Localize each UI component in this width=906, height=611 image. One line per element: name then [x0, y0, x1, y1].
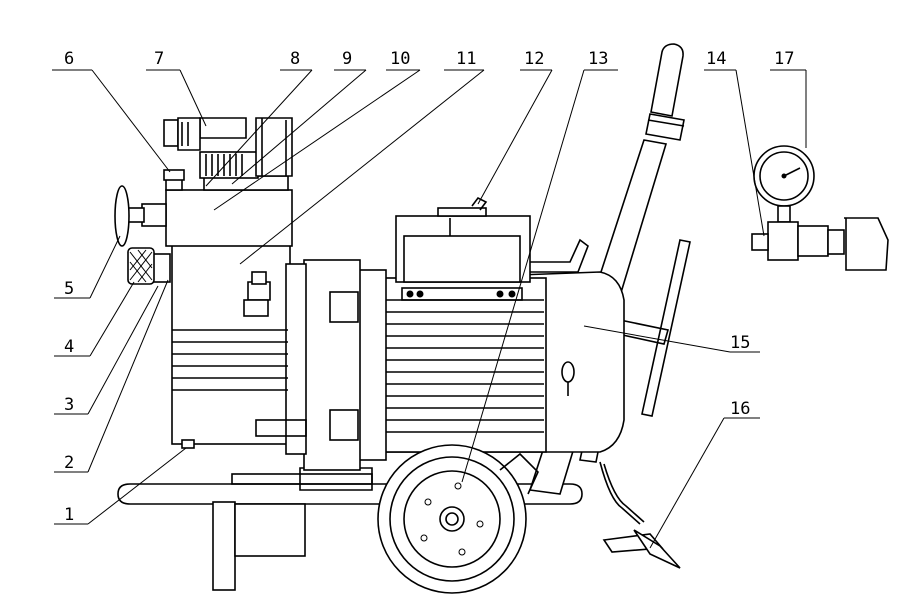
part-label-2: 2 [64, 453, 74, 473]
part-label-13: 13 [588, 49, 608, 69]
part-label-9: 9 [342, 49, 352, 69]
leader-lines [52, 69, 807, 549]
part-label-5: 5 [64, 279, 74, 299]
part-label-1: 1 [64, 505, 74, 525]
gauge-assembly [751, 145, 889, 271]
coil-stripes [205, 154, 243, 176]
solenoid-valve [163, 117, 293, 191]
part-label-12: 12 [524, 49, 544, 69]
part-label-6: 6 [64, 49, 74, 69]
part-label-3: 3 [64, 395, 74, 415]
part-label-15: 15 [730, 333, 750, 353]
part-label-4: 4 [64, 337, 74, 357]
wheel [377, 444, 539, 594]
part-labels: 1 2 3 4 5 6 7 8 9 10 11 12 13 14 15 16 1… [64, 49, 794, 525]
part-label-7: 7 [154, 49, 164, 69]
part-label-10: 10 [390, 49, 410, 69]
pump-body [114, 169, 307, 455]
clamp-cable [599, 461, 681, 569]
pump-fins [172, 329, 288, 391]
part-label-8: 8 [290, 49, 300, 69]
part-label-16: 16 [730, 399, 750, 419]
knurl-pattern [129, 249, 153, 283]
part-label-14: 14 [706, 49, 726, 69]
part-label-11: 11 [456, 49, 476, 69]
part-label-17: 17 [774, 49, 794, 69]
motor [303, 196, 625, 471]
